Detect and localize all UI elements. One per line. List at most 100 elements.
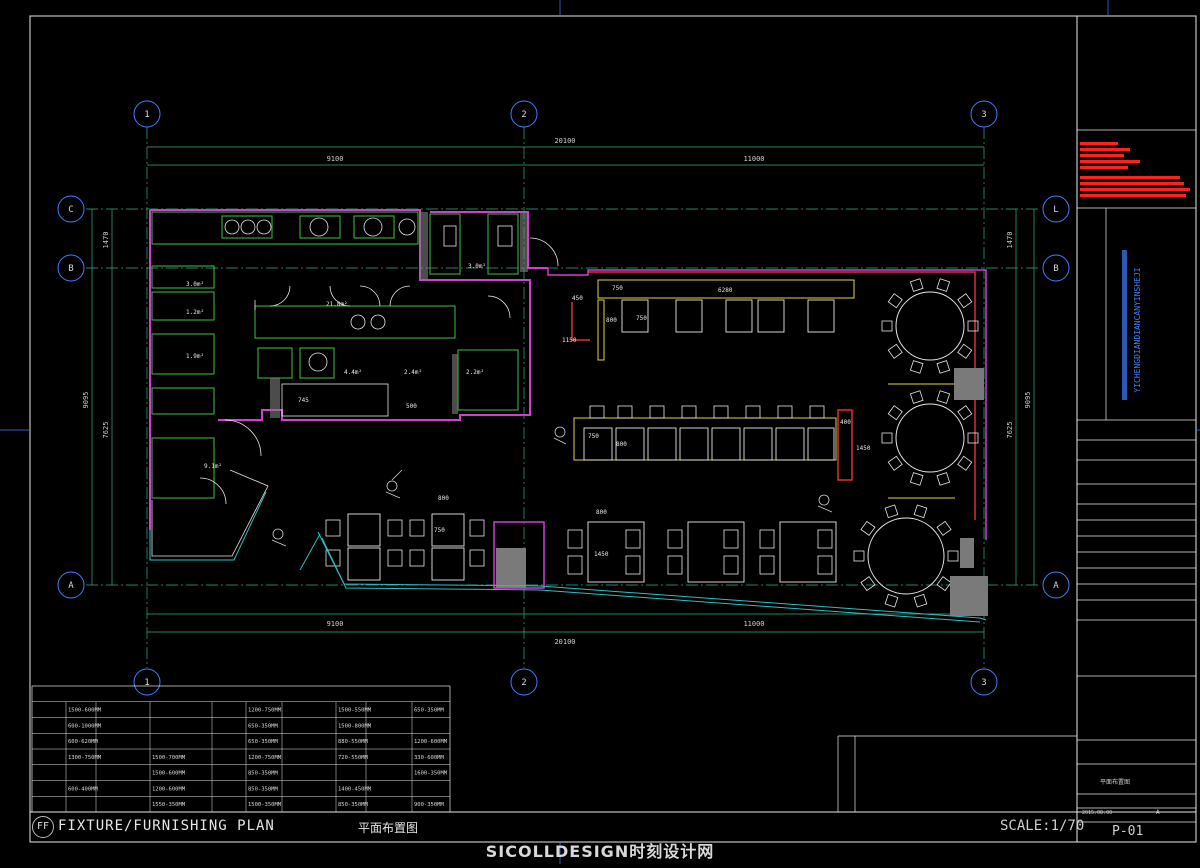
inner-dim-d13: 800 [438, 495, 449, 502]
grid-label-col-2-top: 2 [521, 110, 526, 120]
grid-label-row-a-right: A [1053, 581, 1059, 591]
room-label-r1: 3.0m² [186, 281, 204, 288]
dining-walls [571, 271, 976, 520]
sheet-title-cn: 平面布置图 [1100, 778, 1130, 786]
round-chair [967, 320, 979, 332]
inner-dim-d9: 400 [840, 419, 851, 426]
inner-dim-d10: 1450 [856, 445, 871, 452]
round-chair [909, 390, 924, 404]
schedule-cell: 720-550MM [338, 755, 368, 761]
inner-dim-d4: 750 [636, 315, 647, 322]
grid-bubble-row-c-left [57, 195, 85, 223]
inner-dim-d2: 750 [612, 285, 623, 292]
schedule-cell: 1500-700MM [152, 755, 186, 761]
schedule-cell: 1200-750MM [248, 708, 282, 714]
room-label-r5: 4.4m² [344, 369, 362, 376]
sheet-number: P-01 [1112, 824, 1144, 839]
project-name-vertical: YICHENGDIANDIANCANYINSHEJI [1133, 267, 1142, 392]
schedule-cell: 1200-750MM [248, 755, 282, 761]
scale-label: SCALE:1/70 [1000, 818, 1085, 834]
schedule-cell: 1600-350MM [414, 771, 448, 777]
schedule-cell: 850-350MM [338, 802, 368, 808]
grid-bubble-row-a-right [1042, 571, 1070, 599]
schedule-cell: 1500-550MM [338, 708, 372, 714]
inner-dim-d14: 750 [434, 527, 445, 534]
outer-wall-right [547, 268, 987, 540]
round-chair [936, 278, 951, 292]
room-label-r9: 21.8m² [326, 301, 348, 308]
schedule-cell: 1200-600MM [152, 786, 186, 792]
schedule-cell: 1500-800MM [338, 723, 372, 729]
drawing-badge: FF [32, 816, 54, 838]
grid-label-row-c: C [68, 205, 73, 215]
grid-label-row-b-right: B [1053, 264, 1058, 274]
round-chair [967, 432, 979, 444]
round-chair [947, 550, 959, 562]
schedule-cell: 1300-750MM [68, 755, 102, 761]
dim-overall-top: 20100 [554, 137, 575, 145]
inner-dim-d11: 800 [596, 509, 607, 516]
schedule-cell: 850-350MM [248, 771, 278, 777]
inner-dim-d7: 750 [588, 433, 599, 440]
inner-dim-d5: 450 [572, 295, 583, 302]
round-chair [957, 343, 973, 359]
round-chair [909, 278, 924, 292]
drawing-title-cn: 平面布置图 [358, 821, 419, 835]
grid-label-col-3-top: 3 [981, 110, 986, 120]
grid-label-col-1-bottom: 1 [144, 678, 149, 688]
kitchen-fixtures [151, 217, 559, 557]
dimension-lines [91, 146, 1035, 633]
dim-right-bay-bottom: 11000 [743, 620, 764, 628]
round-chair [881, 320, 893, 332]
round-chair [887, 343, 903, 359]
round-chair [936, 360, 951, 374]
round-tables [867, 291, 965, 595]
schedule-cell: 1500-600MM [152, 771, 186, 777]
schedule-grid [32, 701, 450, 812]
dimension-texts: 20100 9100 11000 9100 11000 20100 9095 7… [82, 137, 1032, 646]
round-chair [853, 550, 865, 562]
room-label-r4: 9.1m² [204, 463, 222, 470]
schedule-cell: 600-400MM [68, 786, 98, 792]
round-chair [936, 472, 951, 486]
round-chair [957, 455, 973, 471]
grid-bubbles [57, 100, 1070, 696]
round-chair [957, 405, 973, 421]
grid-label-col-3-bottom: 3 [981, 678, 986, 688]
inner-dim-d16: 500 [406, 403, 417, 410]
schedule-cell: 900-350MM [414, 802, 444, 808]
room-label-r6: 2.4m² [404, 369, 422, 376]
round-chair [913, 593, 928, 608]
interior-dimensions: 6280 750 800 750 450 1150 750 800 400 14… [298, 285, 871, 558]
grid-bubble-col-3-top [970, 100, 998, 128]
dim-right-top: 1470 [1006, 232, 1014, 249]
grid-bubble-row-b-left [57, 254, 85, 282]
grid-label-row-b: B [68, 264, 73, 274]
round-chair [909, 360, 924, 374]
dim-left-bay-top: 9100 [327, 155, 344, 163]
dim-right-total: 9095 [1024, 392, 1032, 409]
room-label-r8: 3.0m² [468, 263, 486, 270]
storefront-glazing [149, 491, 987, 623]
grid-lines [86, 127, 1040, 668]
dim-right-sub: 7625 [1006, 422, 1014, 439]
grid-label-col-2-bottom: 2 [521, 678, 526, 688]
grid-bubble-col-1-bottom [133, 668, 161, 696]
room-label-r3: 1.9m² [186, 353, 204, 360]
round-chair [887, 455, 903, 471]
red-notes [1080, 142, 1190, 197]
round-table-chairs [853, 278, 979, 608]
round-chair [860, 520, 876, 536]
people-figures [271, 426, 833, 547]
dim-left-top: 1470 [102, 232, 110, 249]
inner-dim-d12: 1450 [594, 551, 609, 558]
room-label-r7: 2.2m² [466, 369, 484, 376]
grid-bubble-row-a-left [57, 571, 85, 599]
kitchen-hatch [270, 212, 528, 418]
grid-bubble-col-3-bottom [970, 668, 998, 696]
kitchen-counters [151, 211, 519, 499]
room-label-r2: 1.2m² [186, 309, 204, 316]
inner-dim-d1: 6280 [718, 287, 733, 294]
